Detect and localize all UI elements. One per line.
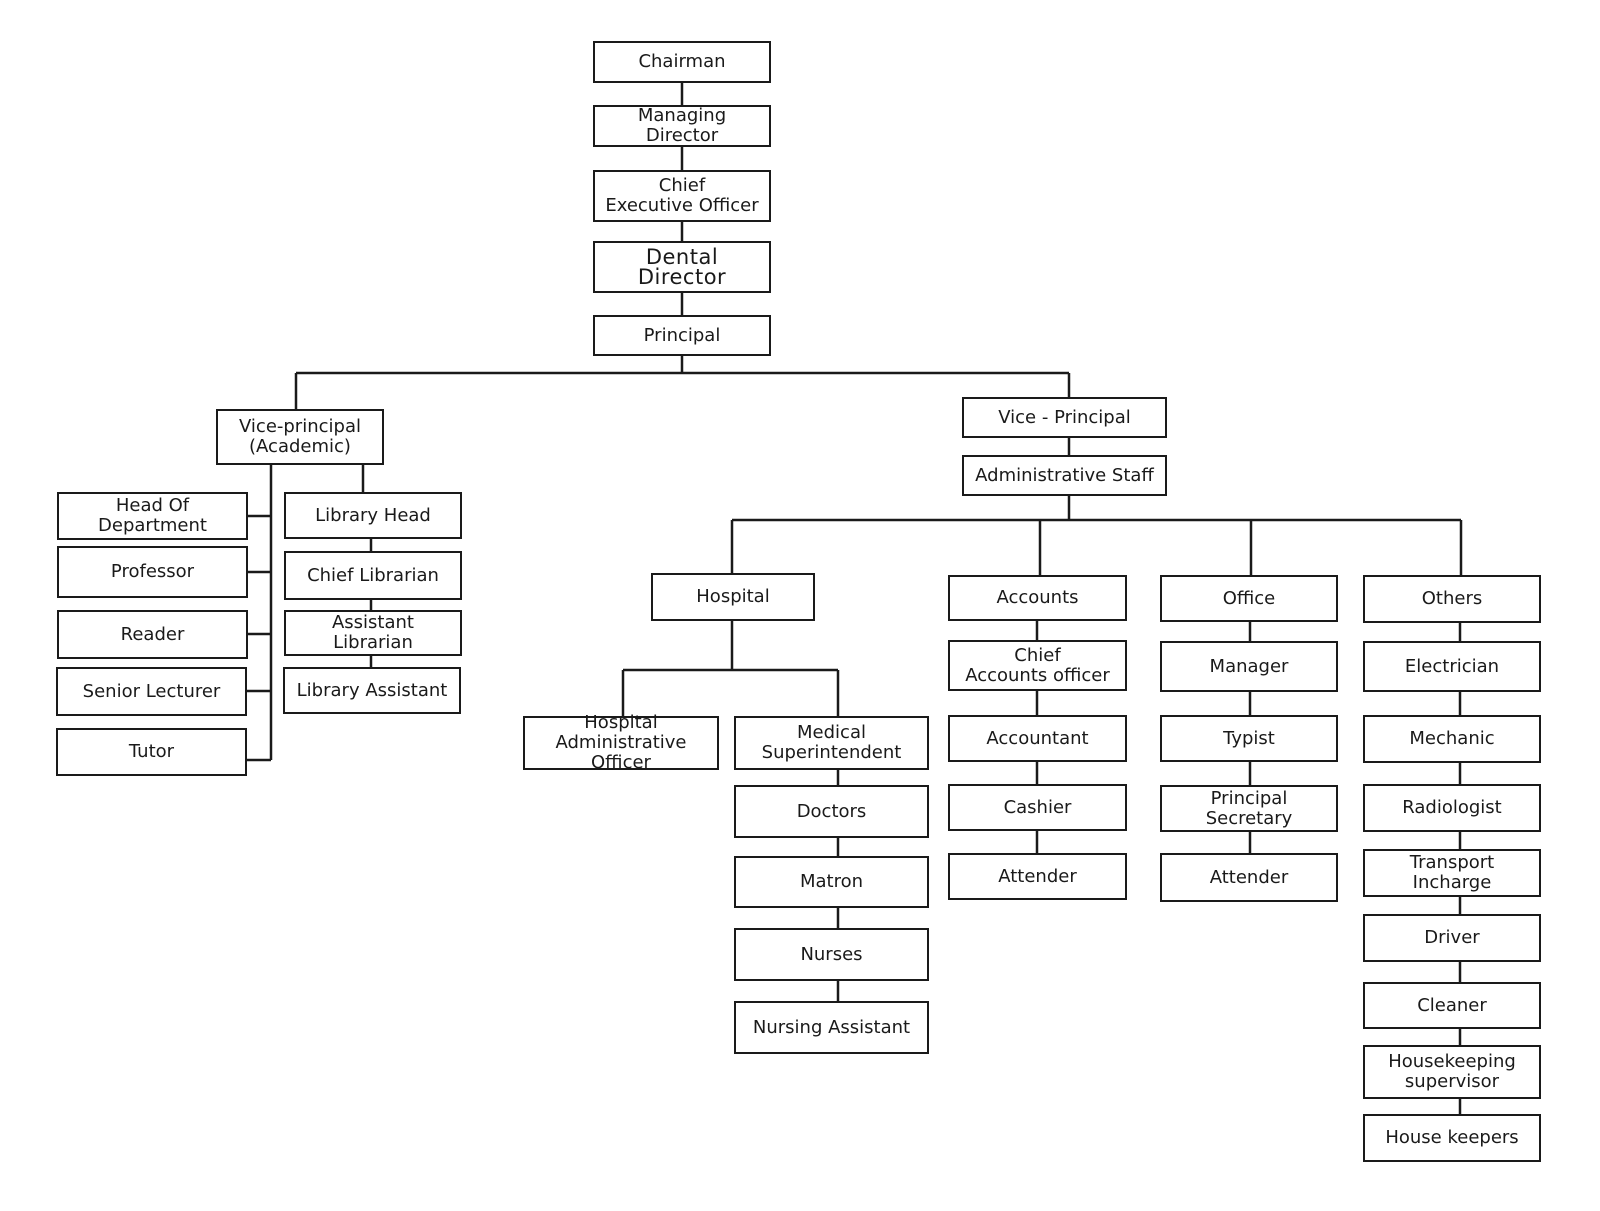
node-radiologist: Radiologist — [1363, 784, 1541, 832]
node-chief-librarian: Chief Librarian — [284, 551, 462, 600]
node-nursing-assistant: Nursing Assistant — [734, 1001, 929, 1054]
node-nurses: Nurses — [734, 928, 929, 981]
node-head-of-department: Head Of Department — [57, 492, 248, 540]
node-transport-incharge: Transport Incharge — [1363, 849, 1541, 897]
node-hospital: Hospital — [651, 573, 815, 621]
node-electrician: Electrician — [1363, 641, 1541, 692]
node-library-assistant: Library Assistant — [283, 667, 461, 714]
node-accounts: Accounts — [948, 575, 1127, 621]
node-office: Office — [1160, 575, 1338, 622]
node-principal-secretary: Principal Secretary — [1160, 785, 1338, 832]
node-professor: Professor — [57, 546, 248, 598]
node-accounts-attender: Attender — [948, 853, 1127, 900]
node-chairman: Chairman — [593, 41, 771, 83]
node-driver: Driver — [1363, 914, 1541, 962]
node-hospital-admin-officer: Hospital Administrative Officer — [523, 713, 719, 773]
node-senior-lecturer: Senior Lecturer — [56, 667, 247, 716]
node-principal: Principal — [593, 315, 771, 356]
node-vice-principal: Vice - Principal — [962, 397, 1167, 438]
node-matron: Matron — [734, 856, 929, 908]
node-doctors: Doctors — [734, 785, 929, 838]
node-reader: Reader — [57, 610, 248, 659]
node-dental-director: Dental Director — [593, 241, 771, 293]
node-chief-accounts-officer: Chief Accounts officer — [948, 640, 1127, 691]
node-ceo: Chief Executive Officer — [593, 170, 771, 222]
node-administrative-staff: Administrative Staff — [962, 455, 1167, 496]
node-assistant-librarian: Assistant Librarian — [284, 610, 462, 656]
node-tutor: Tutor — [56, 728, 247, 776]
node-vp-academic: Vice-principal (Academic) — [216, 409, 384, 465]
node-house-keepers: House keepers — [1363, 1114, 1541, 1162]
node-library-head: Library Head — [284, 492, 462, 539]
node-medical-superintendent: Medical Superintendent — [734, 716, 929, 770]
node-office-attender: Attender — [1160, 853, 1338, 902]
node-cleaner: Cleaner — [1363, 982, 1541, 1029]
node-typist: Typist — [1160, 715, 1338, 762]
node-managing-director: Managing Director — [593, 105, 771, 147]
node-mechanic: Mechanic — [1363, 715, 1541, 763]
node-others: Others — [1363, 575, 1541, 623]
node-accountant: Accountant — [948, 715, 1127, 762]
node-cashier: Cashier — [948, 784, 1127, 831]
node-manager: Manager — [1160, 641, 1338, 692]
node-housekeeping-supervisor: Housekeeping supervisor — [1363, 1045, 1541, 1099]
